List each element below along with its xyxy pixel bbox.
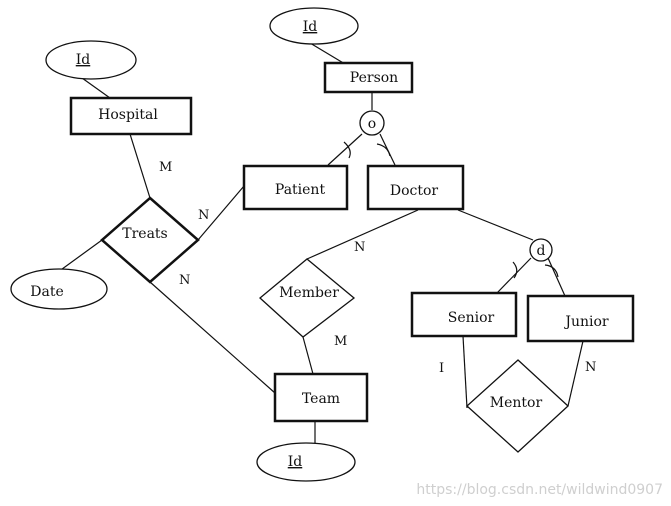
relationship-label: Member bbox=[279, 285, 339, 301]
attribute-label: Id bbox=[76, 52, 91, 68]
specialization-overlap: o bbox=[359, 110, 385, 136]
entity-label: Hospital bbox=[98, 107, 158, 123]
line-d-senior bbox=[496, 257, 532, 294]
line-hospital-id bbox=[81, 77, 111, 99]
specialization-disjoint: d bbox=[529, 238, 553, 262]
cardinality-treats-team: N bbox=[179, 273, 190, 288]
subset-mark-doctor bbox=[376, 143, 391, 157]
subset-mark-patient bbox=[343, 141, 351, 159]
line-treats-team bbox=[149, 281, 276, 394]
entity-team: Team bbox=[273, 372, 369, 423]
entity-hospital: Hospital bbox=[69, 96, 193, 136]
line-senior-mentor bbox=[462, 335, 468, 409]
specialization-label: o bbox=[368, 116, 376, 132]
attribute-team-id: Id bbox=[256, 442, 356, 482]
attribute-person-id: Id bbox=[269, 7, 359, 45]
entity-label: Junior bbox=[563, 314, 609, 330]
line-junior-mentor bbox=[567, 340, 584, 407]
cardinality-senior-mentor: I bbox=[439, 361, 444, 376]
entity-junior: Junior bbox=[526, 294, 635, 343]
entity-label: Team bbox=[302, 391, 340, 407]
line-treats-patient bbox=[197, 185, 245, 241]
entity-doctor: Doctor bbox=[366, 164, 465, 211]
attribute-label: Id bbox=[303, 19, 318, 35]
line-doctor-d bbox=[457, 209, 534, 241]
subset-marks bbox=[343, 141, 559, 279]
subset-mark-senior bbox=[512, 261, 518, 279]
line-d-junior bbox=[547, 257, 566, 297]
watermark: https://blog.csdn.net/wildwind0907 bbox=[416, 482, 663, 498]
relationship-member: Member bbox=[259, 258, 356, 338]
cardinality-doctor-member: N bbox=[354, 240, 365, 255]
line-circle-patient bbox=[327, 133, 363, 166]
line-hospital-treats bbox=[129, 133, 151, 199]
entity-senior: Senior bbox=[410, 291, 518, 338]
relationship-treats: Treats bbox=[100, 196, 200, 284]
entity-label: Senior bbox=[448, 310, 495, 326]
attribute-label: Date bbox=[30, 284, 63, 300]
entity-person: Person bbox=[323, 61, 414, 94]
relationship-label: Mentor bbox=[490, 395, 543, 411]
entity-label: Person bbox=[350, 70, 398, 86]
line-doctor-member bbox=[306, 209, 419, 260]
relationship-mentor: Mentor bbox=[466, 359, 569, 453]
subset-mark-junior bbox=[544, 264, 559, 278]
attribute-date: Date bbox=[10, 268, 108, 310]
cardinality-member-team: M bbox=[334, 334, 347, 349]
line-member-team bbox=[302, 336, 314, 375]
relationship-label: Treats bbox=[122, 226, 167, 242]
entity-label: Doctor bbox=[390, 183, 439, 199]
entity-patient: Patient bbox=[242, 164, 349, 211]
line-treats-date bbox=[57, 239, 103, 273]
entity-label: Patient bbox=[275, 182, 326, 198]
cardinality-treats-patient: N bbox=[198, 208, 209, 223]
attribute-label: Id bbox=[288, 454, 303, 470]
attribute-hospital-id: Id bbox=[45, 40, 137, 80]
cardinality-hospital-treats: M bbox=[159, 160, 172, 175]
specialization-label: d bbox=[537, 243, 546, 259]
cardinality-junior-mentor: N bbox=[585, 360, 596, 375]
